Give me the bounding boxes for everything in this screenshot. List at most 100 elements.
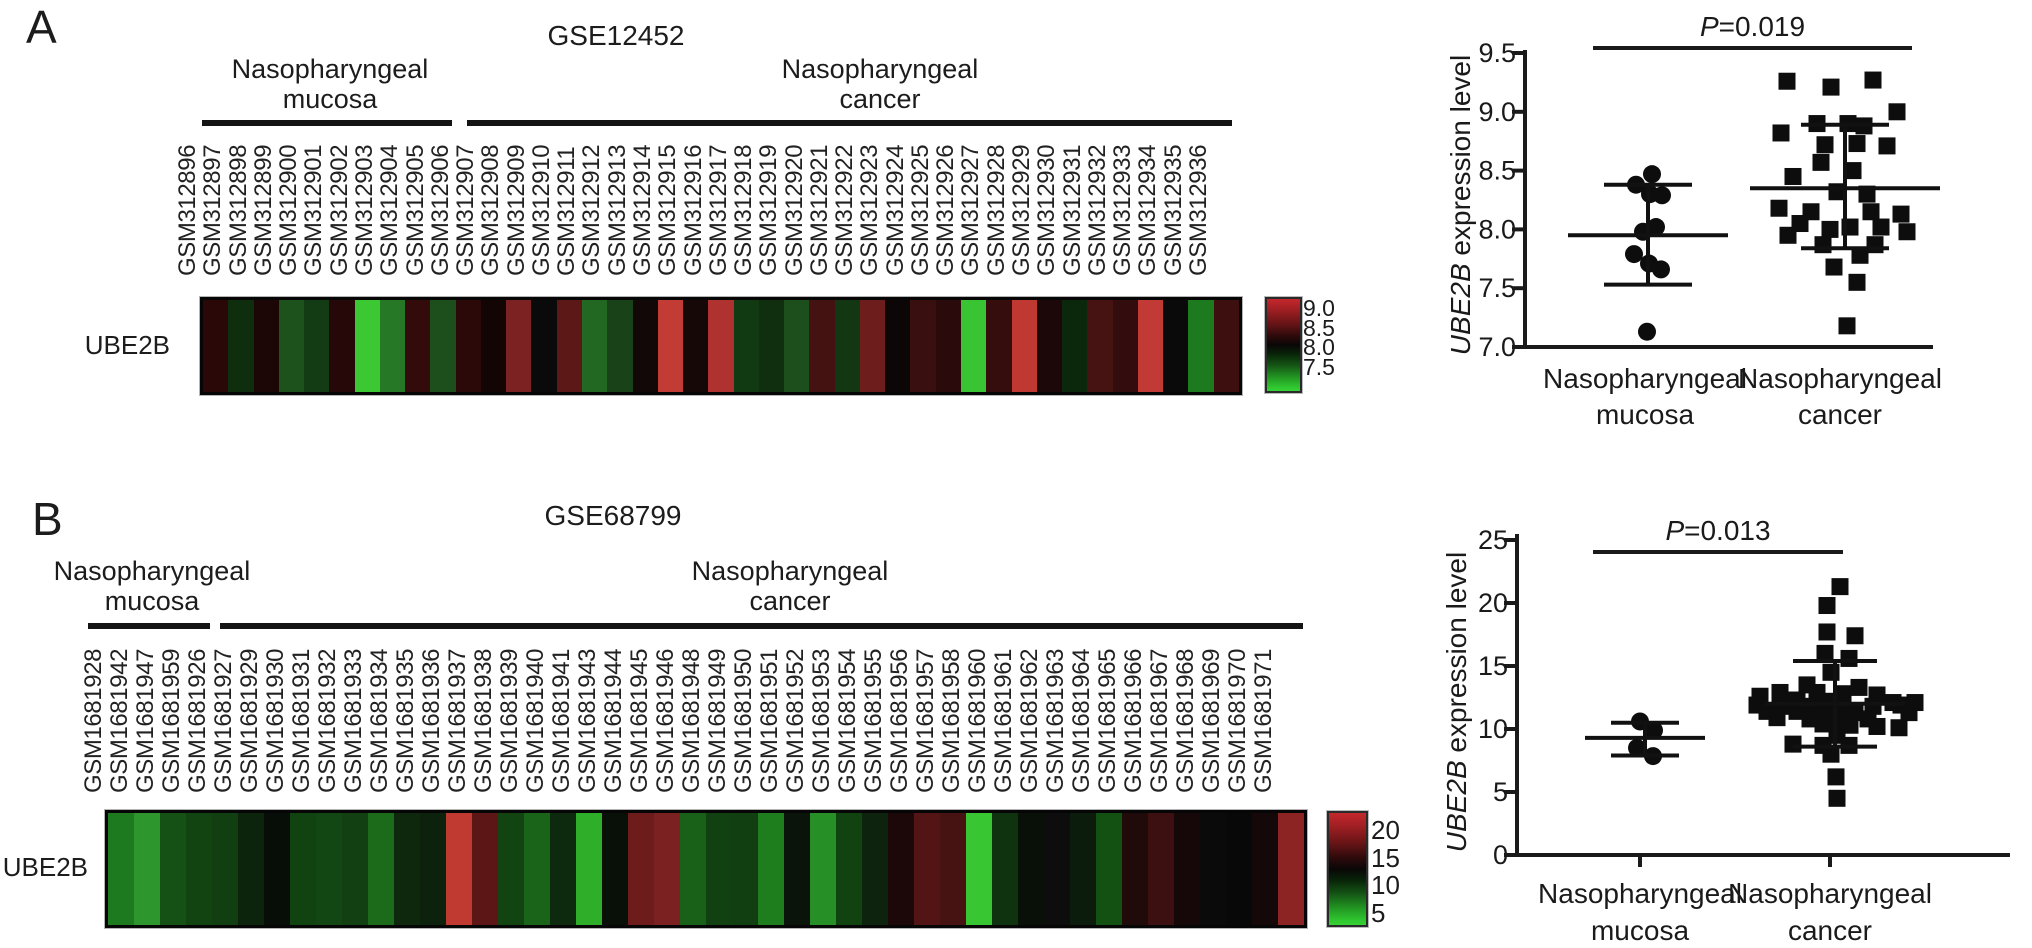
sample-label: GSM312904 [376, 144, 404, 276]
sample-label: GSM1681936 [417, 648, 445, 793]
sample-label: GSM1681949 [703, 648, 731, 793]
group-label-line: mucosa [104, 586, 200, 616]
dataset-title-gse12452: GSE12452 [547, 20, 685, 51]
data-point [1821, 220, 1839, 238]
data-point [1625, 245, 1643, 264]
heatmap-cell [1213, 300, 1239, 392]
data-point [1878, 137, 1896, 155]
data-point [1850, 678, 1868, 696]
group-bar-cancer-b [220, 623, 1303, 629]
data-point [1844, 162, 1862, 180]
heatmap-cell [498, 813, 524, 925]
data-point [1846, 627, 1864, 645]
y-tick-label: 8.0 [1478, 214, 1516, 244]
category-label: Nasopharyngeal [1738, 363, 1942, 394]
heatmap-cell [602, 813, 628, 925]
data-point [1814, 236, 1832, 254]
sample-label: GSM312926 [932, 144, 960, 276]
sample-label: GSM312923 [856, 144, 884, 276]
data-point [1827, 768, 1845, 786]
data-point [1772, 124, 1790, 142]
colorbar-a [1265, 297, 1302, 393]
sample-label: GSM1681937 [443, 648, 471, 793]
heatmap-cell [935, 300, 961, 392]
heatmap-cell [1137, 300, 1164, 392]
y-tick-label: 25 [1478, 525, 1508, 555]
sample-label: GSM312910 [527, 144, 555, 276]
sample-label: GSM1681948 [677, 648, 705, 793]
sample-label: GSM1681943 [573, 648, 601, 793]
heatmap-cell [108, 813, 134, 925]
heatmap-cell [836, 813, 862, 925]
heatmap-cell [1087, 300, 1113, 392]
sample-label: GSM1681951 [755, 648, 783, 793]
heatmap-cell [550, 813, 576, 925]
data-point [1628, 738, 1646, 757]
data-point [1778, 72, 1796, 90]
category-label: mucosa [1596, 399, 1694, 430]
sample-label: GSM312936 [1184, 144, 1212, 276]
sample-label: GSM312896 [174, 144, 202, 276]
category-label: cancer [1788, 915, 1872, 946]
group-label-line: mucosa [282, 84, 378, 114]
sample-label: GSM312933 [1109, 144, 1137, 276]
sample-label: GSM312929 [1007, 144, 1035, 276]
group-label-line: cancer [839, 84, 921, 114]
heatmap-cell [290, 813, 316, 925]
sample-label: GSM312898 [224, 144, 252, 276]
heatmap-cell [524, 813, 550, 925]
sample-label: GSM1681942 [105, 648, 133, 793]
heatmap-cell [657, 300, 684, 392]
sample-label: GSM1681931 [287, 648, 315, 793]
sample-label: GSM1681968 [1171, 648, 1199, 793]
heatmap-cell [1011, 300, 1037, 392]
sample-label: GSM1681956 [885, 648, 913, 793]
data-point [1892, 205, 1910, 223]
heatmap-cell [607, 300, 633, 392]
data-point [1888, 103, 1906, 121]
data-point [1864, 71, 1882, 89]
data-point [1831, 578, 1849, 596]
heatmap-cell [1062, 300, 1088, 392]
data-point [1825, 258, 1843, 276]
sample-label: GSM312902 [325, 144, 353, 276]
heatmap-cell [859, 300, 886, 392]
heatmap-cell [1070, 813, 1096, 925]
data-point [1801, 710, 1819, 728]
sample-label: GSM1681952 [781, 648, 809, 793]
panel-a-letter: A [26, 1, 57, 53]
sample-label: GSM1681933 [339, 648, 367, 793]
y-tick-label: 5 [1493, 777, 1508, 807]
heatmap-cell [1148, 813, 1174, 925]
y-axis-title: UBE2B expression level [1441, 552, 1472, 852]
sample-label: GSM312917 [704, 144, 732, 276]
heatmap-cell [784, 813, 810, 925]
heatmap-cell [1188, 300, 1214, 392]
panel-b-letter: B [32, 493, 63, 545]
sample-label: GSM312906 [426, 144, 454, 276]
sample-label: GSM1681941 [547, 648, 575, 793]
sample-label: GSM312903 [351, 144, 378, 276]
group-bar-cancer-a [467, 120, 1232, 126]
sample-label: GSM312922 [831, 144, 859, 276]
heatmap-cell [834, 300, 860, 392]
group-label-cancer-a: Nasopharyngeal cancer [730, 54, 1030, 114]
data-point [1788, 702, 1806, 720]
heatmap-cell [506, 300, 532, 392]
data-point [1771, 683, 1789, 701]
data-point [1653, 186, 1671, 205]
dataset-title-gse68799: GSE68799 [544, 500, 682, 531]
sample-label: GSM1681969 [1197, 648, 1225, 793]
heatmap-cell [446, 813, 472, 925]
y-tick-label: 15 [1478, 651, 1508, 681]
sample-label: GSM1681966 [1119, 648, 1147, 793]
sample-label: GSM312911 [553, 146, 581, 276]
heatmap-cell [203, 300, 229, 392]
sample-label: GSM1681950 [729, 648, 757, 793]
heatmap-cell [576, 813, 602, 925]
data-point [1818, 623, 1836, 641]
sample-label: GSM1681964 [1067, 648, 1095, 793]
